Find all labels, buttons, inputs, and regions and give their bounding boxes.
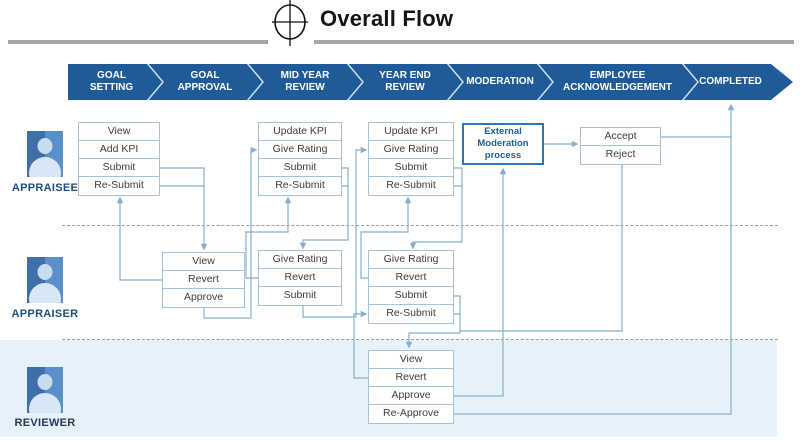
action-re-submit: Re-Submit (275, 179, 325, 191)
appraisee-lane-label: APPRAISEE (11, 182, 79, 194)
chevron-separators (146, 64, 699, 100)
action-approve: Approve (369, 387, 453, 405)
appraiser-mid-year-box: Give Rating Revert Submit (258, 250, 342, 306)
external-moderation-box: External Moderation process (462, 123, 544, 165)
action-submit: Submit (369, 159, 453, 177)
appraiser-lane-label: APPRAISER (11, 308, 79, 320)
action-submit: Submit (259, 159, 341, 177)
reviewer-person-icon (27, 367, 63, 413)
action-give-rating: Give Rating (369, 141, 453, 159)
reviewer-moderation-box: View Revert Approve Re-Approve (368, 350, 454, 424)
action-view: View (79, 123, 159, 141)
action-update-kpi: Update KPI (259, 123, 341, 141)
action-submit: Submit (283, 289, 317, 301)
header-rule-right (314, 40, 794, 44)
action-re-submit: Re-Submit (386, 307, 436, 319)
stage-employee-acknowledgement: EMPLOYEE ACKNOWLEDGEMENT (563, 70, 672, 93)
appraisee-year-end-box: Update KPI Give Rating Submit Re-Submit (368, 122, 454, 196)
action-re-submit: Re-Submit (386, 179, 436, 191)
action-revert: Revert (163, 271, 244, 289)
action-submit: Submit (79, 159, 159, 177)
action-give-rating: Give Rating (259, 251, 341, 269)
action-accept: Accept (581, 128, 660, 146)
stage-mid-year-review: MID YEAR REVIEW (280, 70, 330, 93)
appraiser-year-end-box: Give Rating Revert Submit Re-Submit (368, 250, 454, 324)
stage-year-end-review: YEAR END REVIEW (379, 70, 431, 93)
crosshair-icon (272, 0, 308, 46)
reviewer-lane-label: REVIEWER (14, 417, 76, 429)
lane-divider-appraiser-reviewer (62, 339, 778, 340)
employee-acknowledgement-box: Accept Reject (580, 127, 661, 165)
action-approve: Approve (183, 291, 224, 303)
action-add-kpi: Add KPI (79, 141, 159, 159)
action-view: View (369, 351, 453, 369)
stage-completed: COMPLETED (699, 76, 762, 87)
stage-moderation: MODERATION (466, 76, 534, 87)
header-rule-left (8, 40, 268, 44)
lane-divider-appraisee-appraiser (62, 225, 778, 226)
appraiser-goal-approval-box: View Revert Approve (162, 252, 245, 308)
action-update-kpi: Update KPI (369, 123, 453, 141)
action-submit: Submit (369, 287, 453, 305)
action-revert: Revert (369, 269, 453, 287)
process-stage-bar: GOAL SETTING GOAL APPROVAL MID YEAR REVI… (68, 64, 793, 100)
appraisee-person-icon (27, 131, 63, 177)
appraisee-mid-year-box: Update KPI Give Rating Submit Re-Submit (258, 122, 342, 196)
action-give-rating: Give Rating (369, 251, 453, 269)
action-re-approve: Re-Approve (382, 407, 440, 419)
action-revert: Revert (369, 369, 453, 387)
action-view: View (163, 253, 244, 271)
appraisee-goal-setting-box: View Add KPI Submit Re-Submit (78, 122, 160, 196)
action-give-rating: Give Rating (259, 141, 341, 159)
page-title: Overall Flow (320, 6, 454, 31)
action-revert: Revert (259, 269, 341, 287)
appraiser-person-icon (27, 257, 63, 303)
action-re-submit: Re-Submit (94, 179, 144, 191)
stage-goal-setting: GOAL SETTING (89, 70, 134, 93)
stage-goal-approval: GOAL APPROVAL (177, 70, 233, 93)
action-reject: Reject (605, 148, 636, 160)
